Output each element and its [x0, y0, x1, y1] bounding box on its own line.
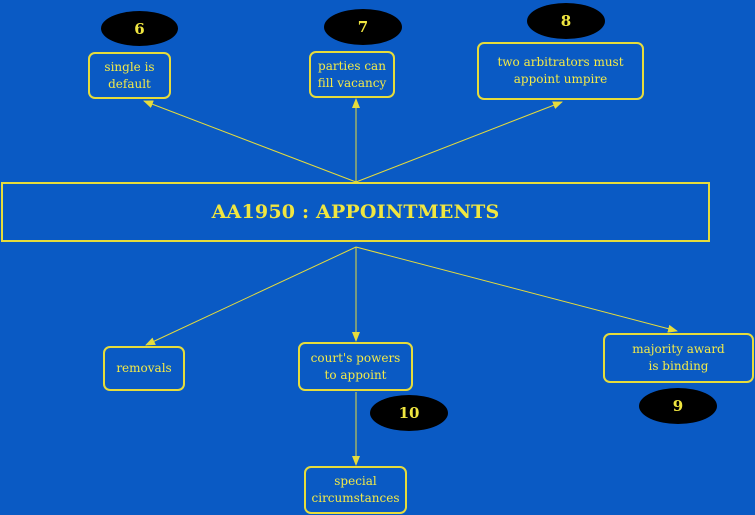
main-topic-box: AA1950 : APPOINTMENTS [1, 182, 710, 242]
badge-9: 9 [639, 388, 717, 424]
badge-number: 9 [672, 397, 684, 415]
node-appoint-umpire: two arbitrators must appoint umpire [477, 42, 644, 100]
badge-8: 8 [527, 3, 605, 39]
badge-number: 10 [398, 404, 420, 422]
arrow-to-majority-award [355, 246, 678, 333]
arrow-to-appoint-umpire [355, 101, 563, 183]
badge-number: 6 [134, 19, 145, 38]
node-label: single is default [104, 59, 155, 91]
node-single-default: single is default [88, 52, 171, 99]
badge-7: 7 [324, 9, 402, 45]
node-label: removals [116, 361, 172, 375]
node-special-circumstances: special circumstances [304, 466, 407, 514]
badge-10: 10 [370, 395, 448, 431]
node-label: court's powers to appoint [310, 350, 401, 382]
node-majority-award: majority award is binding [603, 333, 754, 383]
node-court-powers: court's powers to appoint [298, 342, 413, 391]
node-fill-vacancy: parties can fill vacancy [309, 51, 395, 98]
node-label: special circumstances [311, 474, 400, 505]
node-removals: removals [103, 346, 185, 391]
badge-number: 7 [357, 18, 369, 36]
badge-number: 8 [560, 12, 572, 30]
main-topic-title: AA1950 : APPOINTMENTS [211, 201, 500, 223]
node-label: majority award is binding [632, 342, 725, 373]
arrow-to-removals [145, 246, 357, 346]
node-label: parties can fill vacancy [317, 58, 387, 90]
badge-6: 6 [101, 11, 178, 46]
node-label: two arbitrators must appoint umpire [497, 55, 624, 86]
arrow-to-single-default [143, 100, 357, 183]
